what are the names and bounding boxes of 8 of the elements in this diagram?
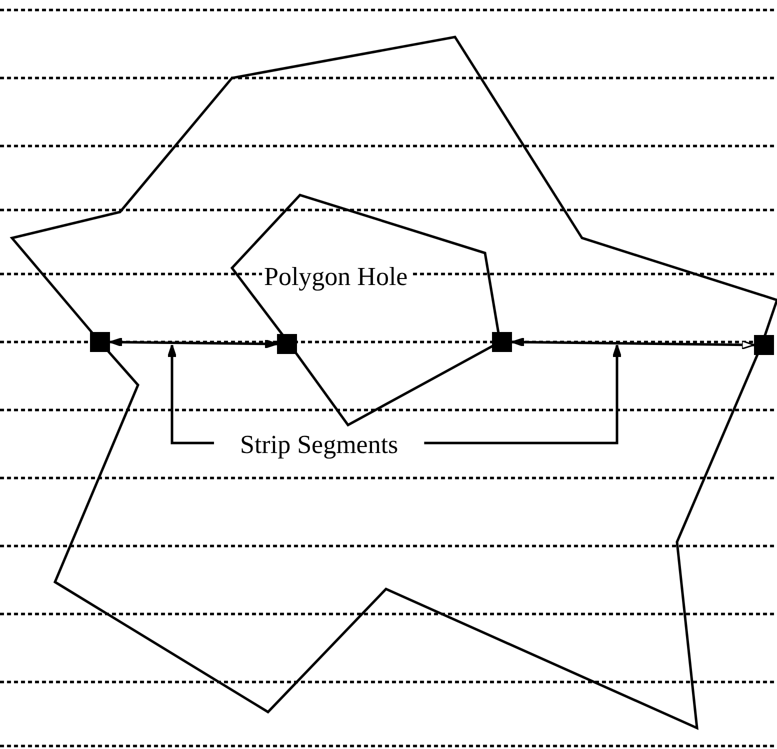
vertex-marker <box>492 332 512 352</box>
vertex-marker <box>754 335 774 355</box>
leader-line <box>167 344 214 444</box>
vertex-marker <box>90 332 110 352</box>
double-arrow <box>511 337 755 350</box>
double-arrow <box>109 337 278 349</box>
leader-line <box>424 344 622 444</box>
vertex-marker <box>277 334 297 354</box>
